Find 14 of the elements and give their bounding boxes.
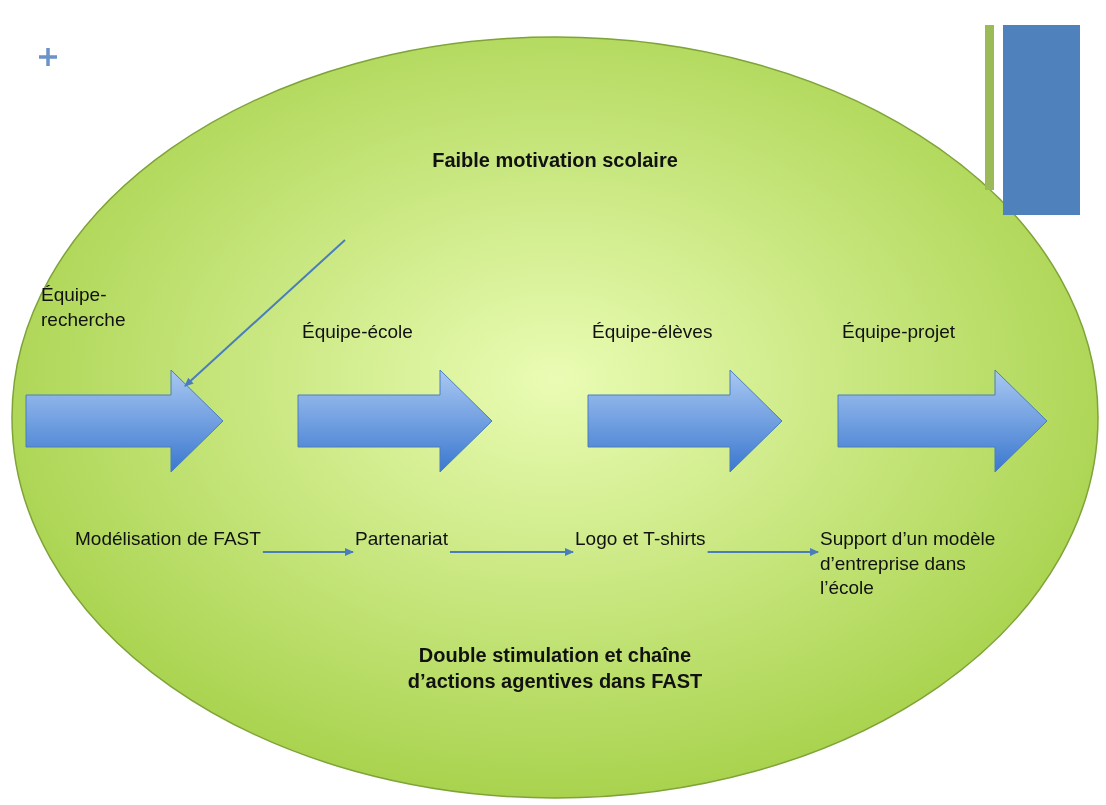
team-label: Équipe-élèves (592, 320, 714, 344)
step-text: Logo et T-shirts (575, 527, 706, 552)
caption-text: Double stimulation et chaîne d’actions agentives dans FAST (406, 643, 704, 694)
arrow (261, 548, 354, 556)
team-label: Équipe-projet (842, 320, 957, 344)
team-label: Équipe-recherche (41, 283, 127, 332)
arrow (706, 548, 819, 556)
step-text: Modélisation de FAST (75, 527, 261, 552)
step-text: Partenariat (355, 527, 448, 552)
step-text: Support d’un modèle d’entreprise dans l’école (820, 527, 1020, 602)
heading: Faible motivation scolaire (431, 148, 679, 173)
team-label: Équipe-école (302, 320, 414, 344)
arrow (184, 239, 346, 387)
arrow (448, 548, 574, 556)
